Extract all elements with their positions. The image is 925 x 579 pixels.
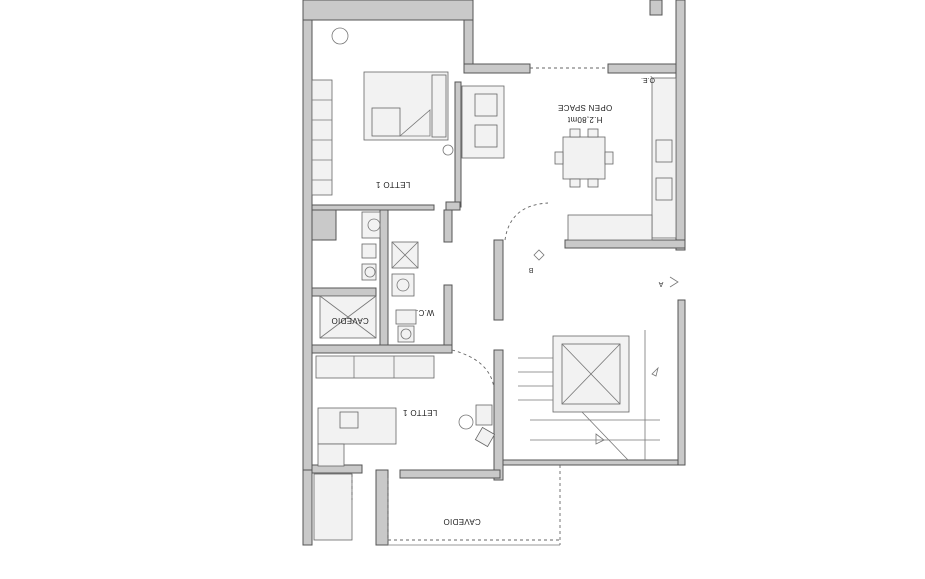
walls: [302, 0, 686, 546]
bedroom-top-label: LETTO 1: [376, 180, 411, 189]
stairwell: [518, 249, 679, 461]
bedroom-bottom-label: LETTO 1: [403, 408, 438, 417]
bedroom-top-furniture: [311, 27, 454, 196]
wc-label: W.C.: [416, 308, 435, 317]
ceiling-height-label: H.2,80mt: [567, 115, 602, 124]
open-space-label: OPEN SPACE: [558, 103, 612, 112]
bathroom-fixtures: [319, 211, 495, 389]
bottom-courtyard: [388, 465, 561, 546]
open-space-furniture: [461, 67, 677, 241]
marker-a-label: A: [658, 280, 663, 287]
cavedio-bottom-label: CAVEDIO: [443, 517, 481, 526]
marker-b-label: B: [528, 266, 533, 273]
electrical-panel-label: Q.E.: [641, 76, 655, 83]
bedroom-bottom-furniture: [313, 355, 496, 545]
cavedio-left-label: CAVEDIO: [331, 316, 369, 325]
stair-treads: [518, 330, 660, 460]
